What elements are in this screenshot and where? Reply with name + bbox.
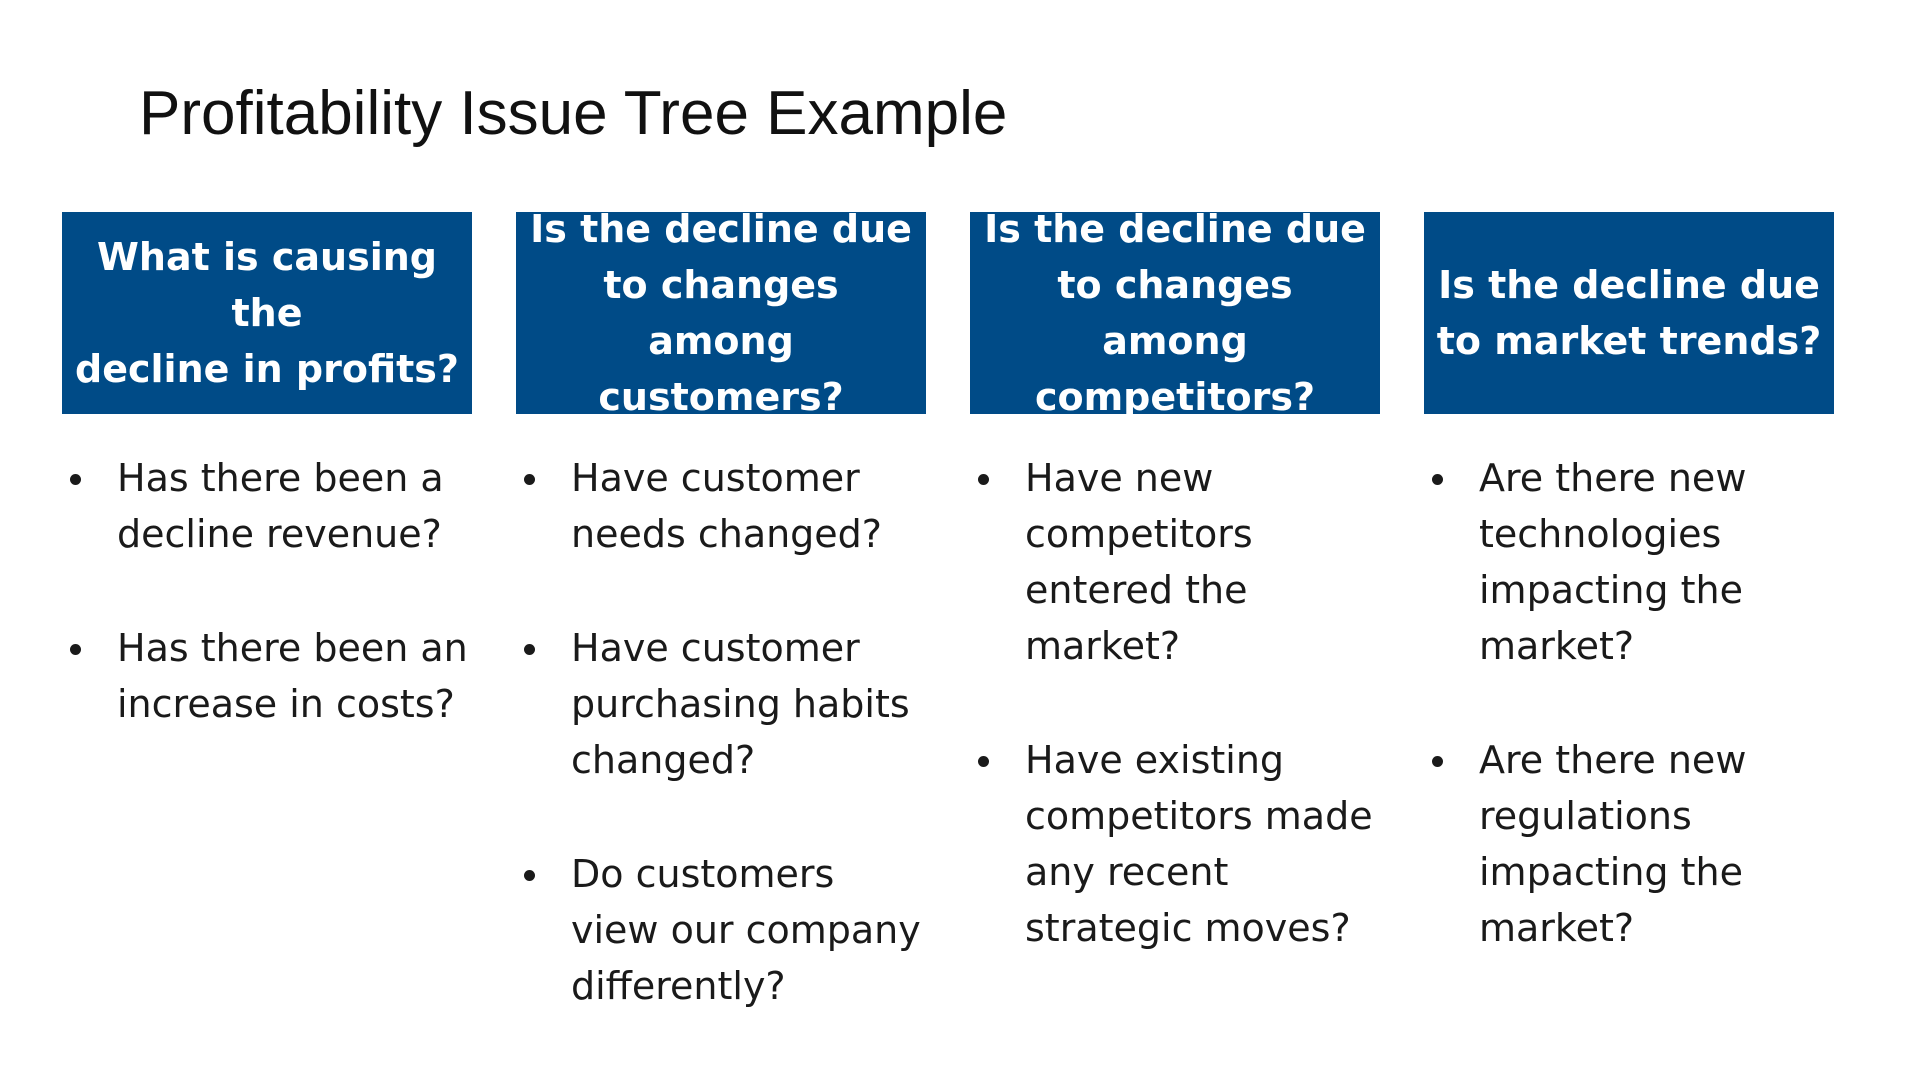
bullet-line: Are there new (1479, 738, 1747, 782)
bullet-line: technologies (1479, 512, 1722, 556)
bullet-line: Has there been an (117, 626, 468, 670)
bullet-dot-icon (524, 644, 535, 655)
header-line: Is the decline due (530, 207, 912, 251)
bullet-line: market? (1479, 906, 1635, 950)
header-line: decline in profits? (75, 347, 459, 391)
sub-question-list: Have customer needs changed? Have custom… (516, 450, 926, 1014)
bullet-line: competitors (1025, 512, 1253, 556)
header-line: to changes among (1057, 263, 1293, 363)
header-line: to changes among (603, 263, 839, 363)
bullet-line: decline revenue? (117, 512, 442, 556)
bullet-line: strategic moves? (1025, 906, 1351, 950)
issue-tree-columns: What is causing the decline in profits? … (62, 207, 1834, 1072)
issue-column-market-trends: Is the decline due to market trends? Are… (1424, 212, 1834, 1072)
bullet-line: Have customer (571, 456, 860, 500)
bullet-dot-icon (524, 474, 535, 485)
question-header-text: What is causing the decline in profits? (72, 229, 462, 397)
issue-column-profits: What is causing the decline in profits? … (62, 212, 472, 1072)
bullet-dot-icon (70, 474, 81, 485)
bullet-line: Are there new (1479, 456, 1747, 500)
question-header-text: Is the decline due to market trends? (1437, 257, 1822, 369)
question-header-box: Is the decline due to market trends? (1424, 212, 1834, 414)
bullet-line: any recent (1025, 850, 1229, 894)
bullet-line: entered the (1025, 568, 1248, 612)
bullet-line: needs changed? (571, 512, 882, 556)
bullet-dot-icon (1432, 756, 1443, 767)
bullet-line: Has there been a (117, 456, 444, 500)
question-header-text: Is the decline due to changes among comp… (980, 201, 1370, 425)
bullet-dot-icon (978, 474, 989, 485)
question-header-box: Is the decline due to changes among comp… (970, 207, 1380, 419)
question-header-box: What is causing the decline in profits? (62, 212, 472, 414)
bullet-line: market? (1025, 624, 1181, 668)
bullet-line: view our company (571, 908, 921, 952)
bullet-line: competitors made (1025, 794, 1373, 838)
bullet-dot-icon (70, 644, 81, 655)
question-header-box: Is the decline due to changes among cust… (516, 207, 926, 419)
bullet-line: Have existing (1025, 738, 1285, 782)
bullet-line: changed? (571, 738, 756, 782)
bullet-dot-icon (978, 756, 989, 767)
sub-question-item: Have existing competitors made any recen… (970, 732, 1380, 956)
sub-question-item: Do customers view our company differentl… (516, 846, 926, 1014)
sub-question-item: Has there been a decline revenue? (62, 450, 472, 562)
header-line: Is the decline due (1438, 263, 1820, 307)
sub-question-list: Have new competitors entered the market?… (970, 450, 1380, 956)
header-line: to market trends? (1436, 319, 1822, 363)
sub-question-item: Are there new technologies impacting the… (1424, 450, 1834, 674)
bullet-dot-icon (1432, 474, 1443, 485)
header-line: What is causing the (97, 235, 437, 335)
sub-question-list: Has there been a decline revenue? Has th… (62, 450, 472, 732)
issue-column-competitors: Is the decline due to changes among comp… (970, 207, 1380, 1072)
bullet-line: impacting the (1479, 568, 1743, 612)
sub-question-item: Have new competitors entered the market? (970, 450, 1380, 674)
bullet-line: Do customers (571, 852, 835, 896)
bullet-line: regulations (1479, 794, 1692, 838)
bullet-line: differently? (571, 964, 786, 1008)
sub-question-item: Have customer purchasing habits changed? (516, 620, 926, 788)
page-title: Profitability Issue Tree Example (139, 79, 1008, 148)
header-line: Is the decline due (984, 207, 1366, 251)
bullet-dot-icon (524, 870, 535, 881)
header-line: competitors? (1034, 375, 1316, 419)
bullet-line: impacting the (1479, 850, 1743, 894)
sub-question-item: Has there been an increase in costs? (62, 620, 472, 732)
sub-question-item: Are there new regulations impacting the … (1424, 732, 1834, 956)
sub-question-item: Have customer needs changed? (516, 450, 926, 562)
bullet-line: purchasing habits (571, 682, 910, 726)
bullet-line: Have customer (571, 626, 860, 670)
sub-question-list: Are there new technologies impacting the… (1424, 450, 1834, 956)
issue-column-customers: Is the decline due to changes among cust… (516, 207, 926, 1072)
bullet-line: Have new (1025, 456, 1214, 500)
header-line: customers? (598, 375, 844, 419)
bullet-line: increase in costs? (117, 682, 455, 726)
question-header-text: Is the decline due to changes among cust… (526, 201, 916, 425)
bullet-line: market? (1479, 624, 1635, 668)
